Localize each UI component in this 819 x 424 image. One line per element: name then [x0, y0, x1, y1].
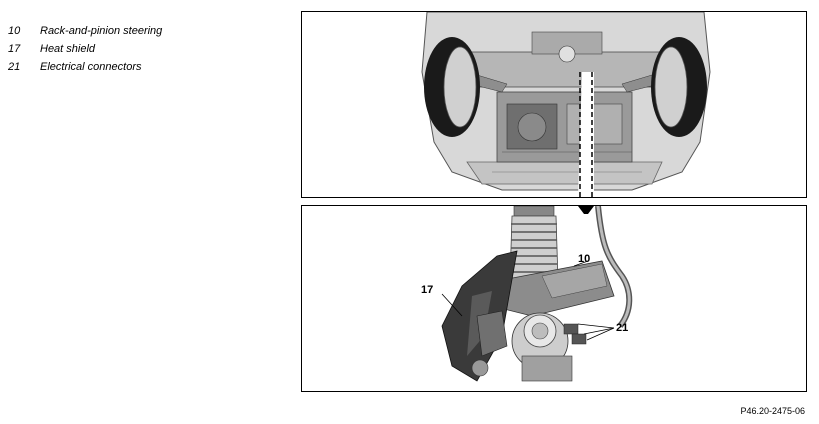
- legend-item: 10 Rack-and-pinion steering: [8, 22, 162, 40]
- legend-number: 17: [8, 43, 21, 55]
- legend-label: Electrical connectors: [40, 61, 142, 73]
- figure-id: P46.20-2475-06: [740, 406, 805, 416]
- legend: 10 Rack-and-pinion steering 17 Heat shield…: [8, 22, 162, 76]
- legend-label: Rack-and-pinion steering: [40, 25, 163, 37]
- vehicle-underside-illustration: [421, 12, 711, 197]
- callout-21: 21: [616, 322, 628, 334]
- steering-detail-illustration: 10 17 21: [421, 206, 633, 382]
- legend-number: 10: [8, 25, 21, 37]
- steering-detail-panel: 10 17 21: [301, 205, 807, 392]
- legend-item: 17 Heat shield: [8, 40, 162, 58]
- callout-17: 17: [421, 284, 433, 296]
- legend-item: 21 Electrical connectors: [8, 58, 162, 76]
- legend-number: 21: [8, 61, 21, 73]
- steering-boot: [509, 206, 559, 282]
- callout-10: 10: [578, 253, 590, 265]
- vehicle-underside-panel: [301, 11, 807, 198]
- legend-label: Heat shield: [40, 43, 96, 55]
